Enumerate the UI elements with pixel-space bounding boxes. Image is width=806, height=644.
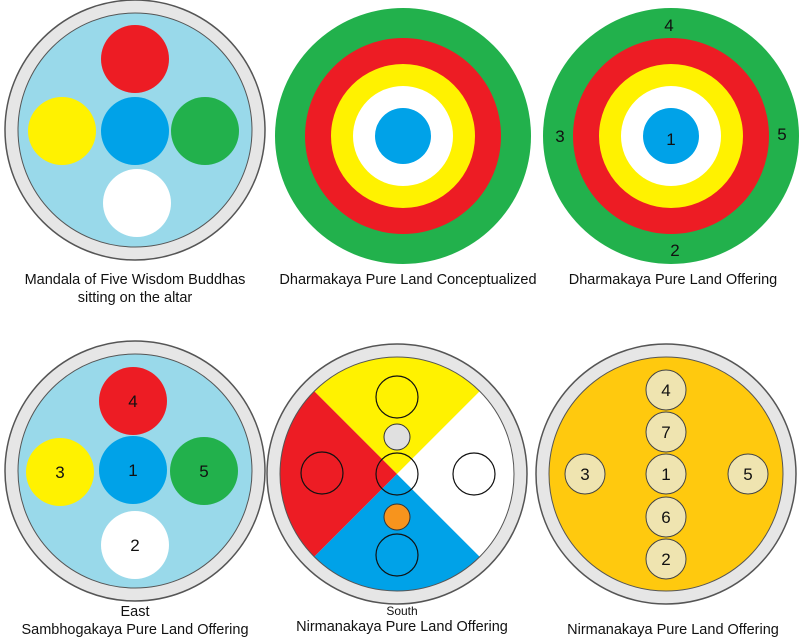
cream-circle	[564, 453, 606, 495]
number-label: 3	[55, 463, 64, 482]
number-label: 1	[128, 461, 137, 480]
number-label: 5	[777, 125, 786, 144]
number-label: 2	[130, 536, 139, 555]
orange-bowl	[383, 503, 411, 531]
caption-nirmanakaya-gold: Nirmanakaya Pure Land Offering	[567, 622, 779, 638]
blue-circle	[99, 436, 167, 504]
green-circle	[171, 97, 239, 165]
panel-sambhogakaya-offering: 4 3 1 5 2	[4, 340, 266, 602]
caption-line: Nirmanakaya Pure Land Offering	[296, 619, 508, 635]
red-circle	[99, 367, 167, 435]
number-label: 5	[199, 462, 208, 481]
blue-center	[643, 108, 699, 164]
panel-dharmakaya-offering: 4 3 1 5 2	[543, 8, 799, 264]
caption-mandala: Mandala of Five Wisdom Buddhas sitting o…	[0, 271, 270, 307]
cream-circle	[645, 411, 687, 453]
number-label: 4	[128, 392, 137, 411]
cream-circle	[645, 369, 687, 411]
caption-line: Sambhogakaya Pure Land Offering	[21, 622, 249, 638]
panel-dharmakaya-conceptualized	[275, 8, 531, 264]
white-circle	[103, 169, 171, 237]
left-offering-circle	[300, 451, 344, 495]
center-offering-circle	[375, 452, 419, 496]
yellow-circle	[26, 438, 94, 506]
number-label: 2	[670, 241, 679, 260]
panel-nirmanakaya-quadrants	[266, 343, 528, 605]
caption-line: Mandala of Five Wisdom Buddhas	[24, 272, 246, 288]
cream-circle	[645, 496, 687, 538]
direction-label-south: South	[386, 604, 418, 618]
panel-nirmanakaya-gold: 4 7 1 6 2 3 5	[535, 343, 797, 605]
number-label: 3	[580, 465, 589, 484]
plate-border	[279, 356, 515, 592]
number-label: 4	[664, 16, 673, 35]
panel-mandala-altar	[4, 0, 266, 261]
red-circle	[101, 25, 169, 93]
top-offering-circle	[375, 375, 419, 419]
right-offering-circle	[452, 452, 496, 496]
yellow-circle	[28, 97, 96, 165]
number-label: 6	[661, 508, 670, 527]
caption-dharmakaya-offering: Dharmakaya Pure Land Offering	[568, 272, 778, 288]
green-circle	[170, 437, 238, 505]
number-label: 4	[661, 381, 670, 400]
blue-center	[375, 108, 431, 164]
blue-circle	[101, 97, 169, 165]
direction-label-east: East	[120, 604, 150, 620]
number-label: 1	[666, 130, 675, 149]
cream-circle	[727, 453, 769, 495]
number-label: 5	[743, 465, 752, 484]
number-label: 7	[661, 423, 670, 442]
white-circle	[101, 511, 169, 579]
caption-sambhogakaya: East Sambhogakaya Pure Land Offering	[0, 603, 270, 639]
gray-bowl	[383, 423, 411, 451]
bottom-offering-circle	[375, 533, 419, 577]
cream-circle	[645, 538, 687, 580]
caption-dharmakaya-conceptualized: Dharmakaya Pure Land Conceptualized	[279, 272, 537, 288]
number-label: 3	[555, 127, 564, 146]
cream-circle	[645, 453, 687, 495]
caption-nirmanakaya-quadrants: South Nirmanakaya Pure Land Offering	[262, 604, 542, 636]
caption-line: sitting on the altar	[77, 290, 193, 306]
number-label: 2	[661, 550, 670, 569]
number-label: 1	[661, 465, 670, 484]
